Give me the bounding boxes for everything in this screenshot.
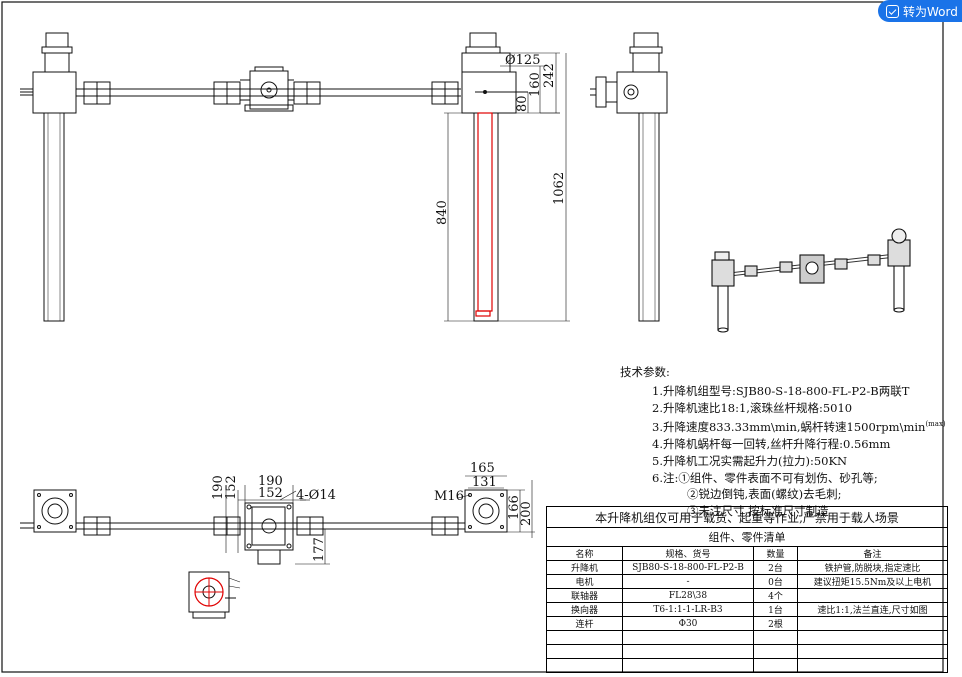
top-view-left-lift (20, 489, 77, 533)
param-line-6: 6.注:①组件、零件表面不可有划伤、砂孔等; (652, 470, 878, 485)
bom-cell: - (622, 574, 754, 589)
dim-840: 840 (435, 200, 450, 225)
bom-cell: T6-1:1-1-LR-B3 (622, 602, 754, 617)
bill-of-materials: 本升降机组仅可用于载货、起重等作业,严禁用于载人场景 组件、零件清单 名称 规格… (545, 506, 949, 673)
param-sub-line-1: ②锐边倒钝,表面(螺纹)去毛刺; (687, 487, 842, 502)
bom-cell (796, 658, 949, 673)
bom-cell (796, 644, 949, 659)
dim-4-phi14: 4-Ø14 (296, 488, 336, 503)
param-line-3: 3.升降速度833.33mm\min,蜗杆转速1500rpm\min(max) (620, 416, 946, 436)
bom-cell: 换向器 (546, 602, 623, 617)
convert-icon (886, 4, 899, 18)
bom-cell: 2根 (753, 616, 798, 631)
bom-cell: 联轴器 (546, 588, 623, 603)
dim-1062: 1062 (552, 172, 567, 205)
flange-detail (188, 571, 241, 619)
dim-160: 160 (528, 72, 543, 97)
bom-cell: 0台 (753, 574, 798, 589)
bom-header-cell: 备注 (796, 546, 949, 561)
bom-cell (796, 588, 949, 603)
bom-cell: 铁护管,防脱块,指定速比 (796, 560, 949, 575)
front-view-left-lift (20, 32, 77, 322)
dim-190-horizontal: 190 (258, 474, 283, 489)
dim-131: 131 (472, 475, 497, 490)
dim-152-vertical: 152 (224, 475, 239, 500)
param-line-2: 2.升降机速比18:1,滚珠丝杆规格:5010 (652, 400, 853, 415)
bom-cell (546, 630, 623, 645)
bom-cell: FL28\38 (622, 588, 754, 603)
bom-cell (546, 644, 623, 659)
param-line-1: 1.升降机组型号:SJB80-S-18-800-FL-P2-B两联T (652, 383, 910, 398)
front-view-shaft (76, 81, 461, 105)
table-row (546, 644, 949, 659)
table-row: 电机-0台建议扭矩15.5Nm及以上电机 (546, 574, 949, 589)
param-line-3-text: 3.升降速度833.33mm\min,蜗杆转速1500rpm\min (652, 420, 926, 435)
top-view-shaft (76, 516, 465, 536)
dim-M16: M16 (434, 489, 464, 504)
bom-header-cell: 规格、货号 (622, 546, 754, 561)
bom-header-cell: 数量 (753, 546, 798, 561)
dim-166: 166 (507, 495, 522, 520)
bom-cell (622, 630, 754, 645)
table-row (546, 630, 949, 645)
isometric-view (711, 228, 911, 333)
param-max-sup: (max) (925, 420, 946, 429)
bom-warning: 本升降机组仅可用于载货、起重等作业,严禁用于载人场景 (545, 506, 949, 528)
bom-cell: SJB80-S-18-800-FL-P2-B (622, 560, 754, 575)
bom-cell (622, 658, 754, 673)
side-view-lift (590, 32, 668, 322)
table-row (546, 658, 949, 673)
bom-cell: 电机 (546, 574, 623, 589)
sheet-border (1, 1, 944, 673)
param-line-4: 4.升降机蜗杆每一回转,丝杆升降行程:0.56mm (652, 437, 891, 452)
bom-cell (753, 644, 798, 659)
dim-165: 165 (470, 461, 495, 476)
front-view-gearbox (240, 66, 294, 112)
bom-cell: 建议扭矩15.5Nm及以上电机 (796, 574, 949, 589)
dim-80: 80 (515, 95, 530, 112)
bom-cell (753, 658, 798, 673)
front-view-right-lift (444, 32, 570, 322)
convert-label: 转为Word (903, 4, 958, 19)
bom-list-title: 组件、零件清单 (545, 527, 949, 547)
bom-cell (753, 630, 798, 645)
bom-cell (546, 658, 623, 673)
bom-cell: 速比1:1,法兰直连,尺寸如图 (796, 602, 949, 617)
param-line-5: 5.升降机工况实需起升力(拉力):50KN (652, 453, 848, 468)
dimension-labels: Ø125 242 160 80 840 1062 190 152 190 152… (211, 53, 567, 562)
top-view-gearbox (225, 485, 330, 565)
dim-242: 242 (542, 63, 557, 88)
bom-cell: 升降机 (546, 560, 623, 575)
bom-cell (796, 616, 949, 631)
bom-cell: 2台 (753, 560, 798, 575)
bom-header-row: 名称 规格、货号 数量 备注 (546, 546, 949, 561)
params-title: 技术参数: (620, 365, 670, 379)
technical-parameters: 技术参数: 1.升降机组型号:SJB80-S-18-800-FL-P2-B两联T… (620, 364, 946, 520)
bom-header-cell: 名称 (546, 546, 623, 561)
bom-cell: 4个 (753, 588, 798, 603)
dim-177: 177 (312, 537, 327, 562)
bom-cell (796, 630, 949, 645)
bom-cell (622, 644, 754, 659)
dim-190-vertical: 190 (211, 475, 226, 500)
dim-d125: Ø125 (505, 53, 540, 68)
dim-200: 200 (519, 501, 534, 526)
top-view-right-lift (457, 475, 535, 538)
dim-152-horizontal: 152 (258, 486, 283, 501)
bom-cell: Φ30 (622, 616, 754, 631)
bom-cell: 1台 (753, 602, 798, 617)
bom-cell: 连杆 (546, 616, 623, 631)
convert-to-word-button[interactable]: 转为Word (878, 0, 962, 22)
